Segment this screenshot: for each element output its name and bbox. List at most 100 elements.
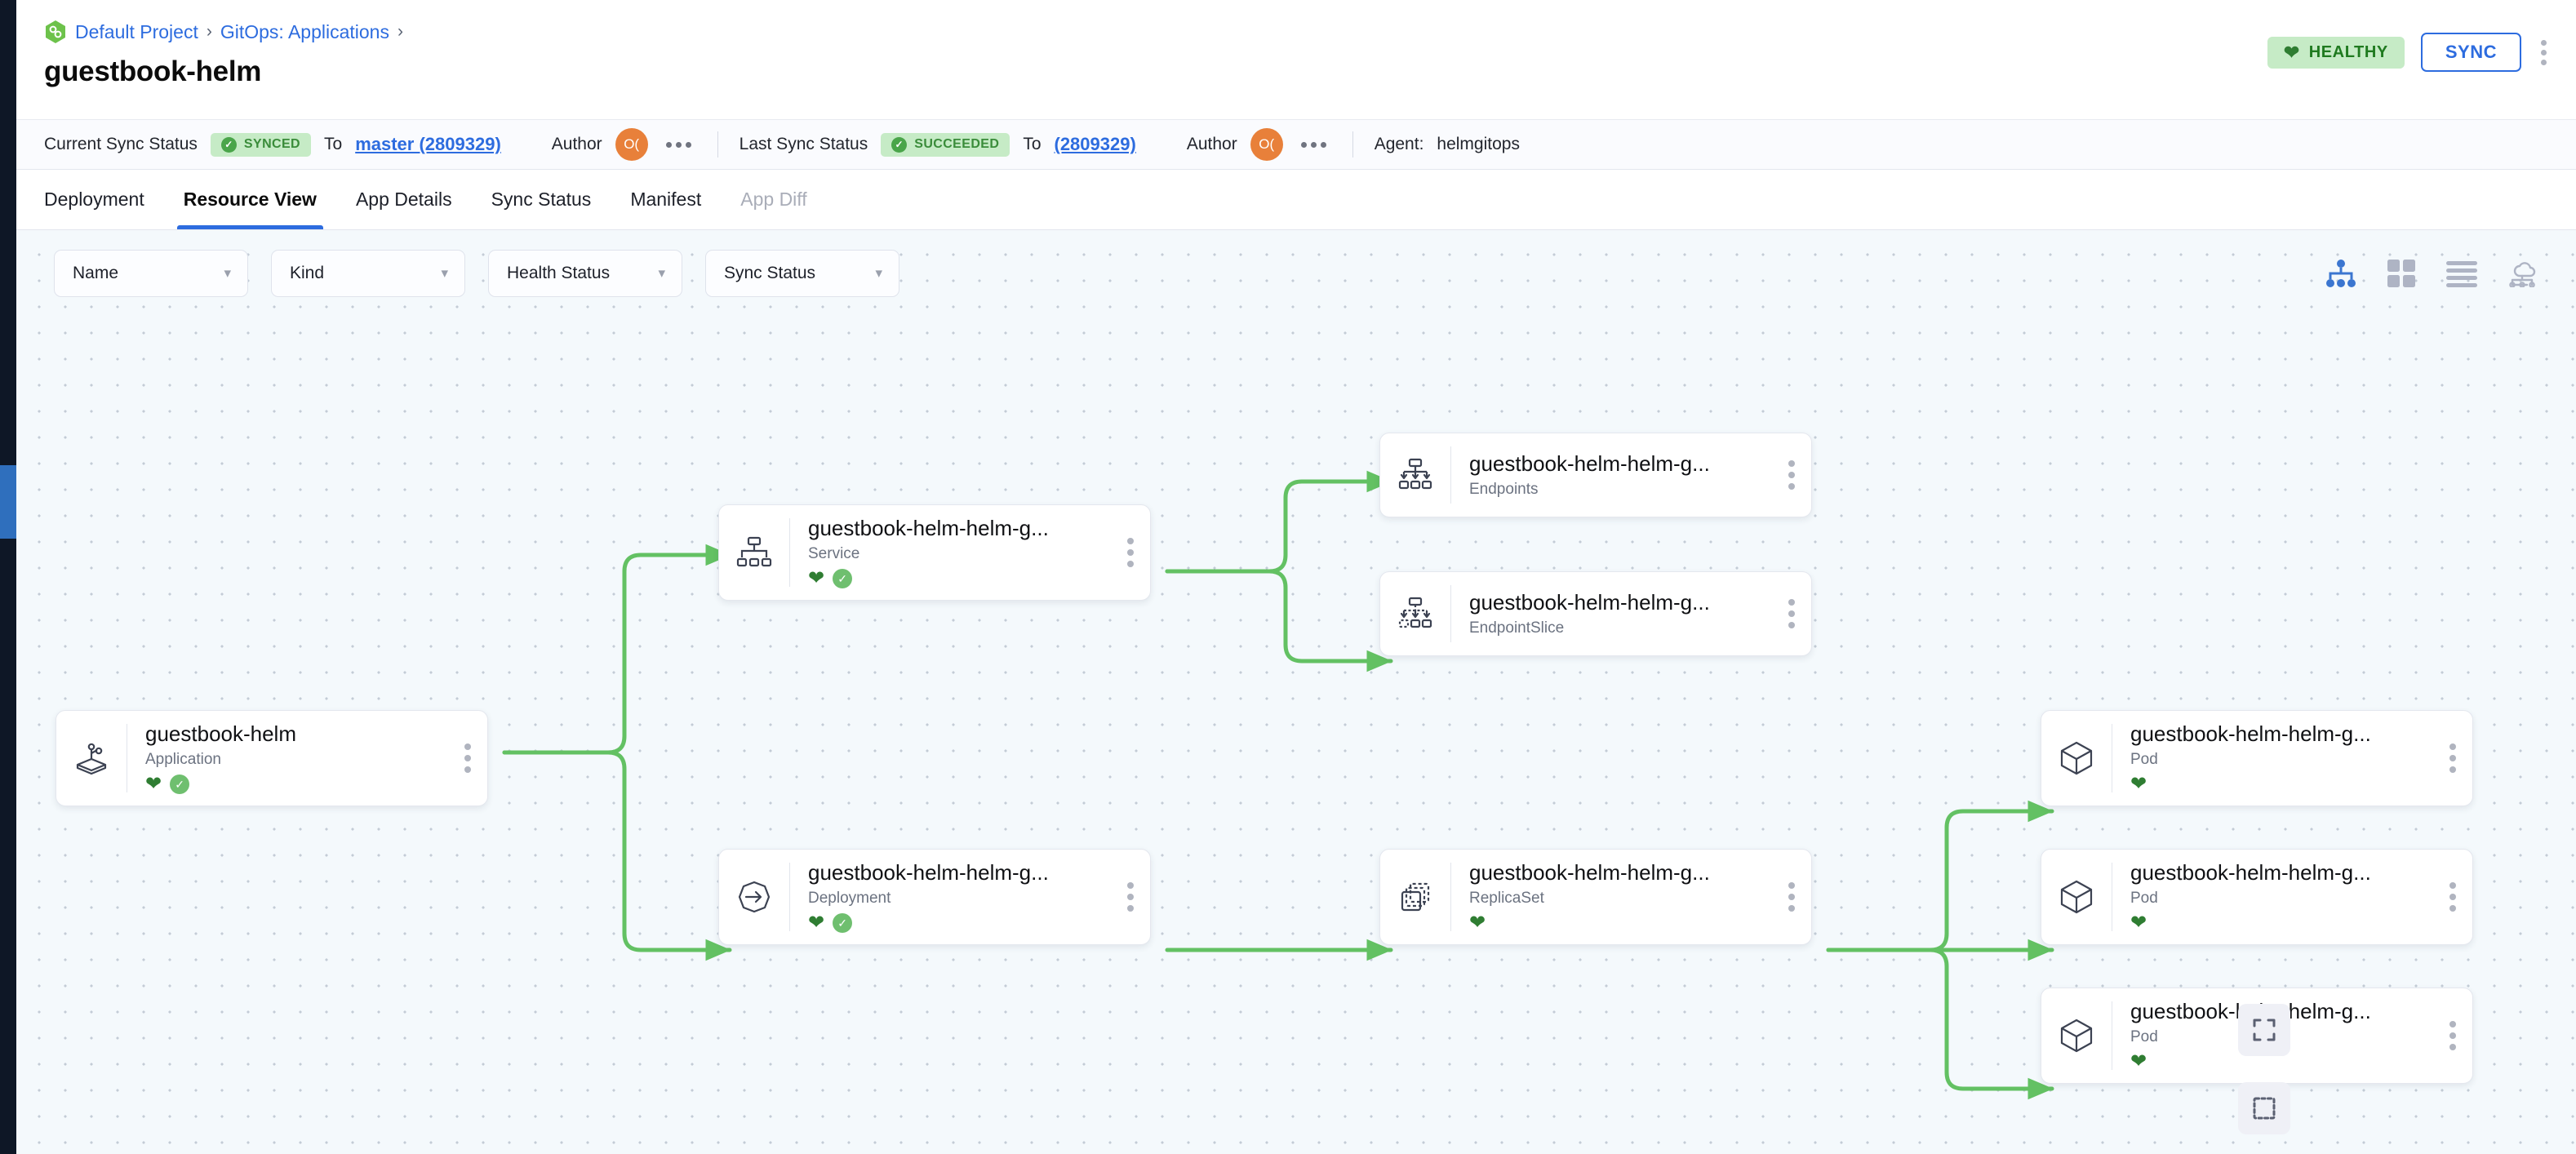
agent-value: helmgitops: [1437, 135, 1520, 153]
node-endpointslice[interactable]: guestbook-helm-helm-g... EndpointSlice: [1379, 571, 1812, 656]
node-body: guestbook-helm-helm-g... Pod ❤: [2112, 721, 2441, 795]
node-title: guestbook-helm: [145, 721, 296, 747]
last-more-icon[interactable]: [1296, 135, 1331, 154]
last-sync-status-group: Last Sync Status ✓ SUCCEEDED To (2809329…: [739, 128, 1331, 161]
node-status: ❤: [2130, 1051, 2430, 1072]
node-title: guestbook-helm-helm-g...: [808, 860, 1049, 885]
filter-health-status[interactable]: Health Status ▾: [488, 250, 682, 297]
node-replicaset[interactable]: guestbook-helm-helm-g... ReplicaSet ❤: [1379, 849, 1812, 945]
heart-icon: ❤: [145, 772, 162, 795]
last-sync-status-chip-label: SUCCEEDED: [914, 137, 1000, 151]
pod-icon: [2041, 878, 2112, 916]
list-view-icon[interactable]: [2445, 257, 2478, 290]
tree-view-icon[interactable]: [2325, 257, 2357, 290]
header-kebab-icon[interactable]: [2538, 35, 2550, 70]
node-deployment[interactable]: guestbook-helm-helm-g... Deployment ❤ ✓: [718, 849, 1151, 945]
node-title: guestbook-helm-helm-g...: [2130, 860, 2371, 885]
node-status: ❤ ✓: [145, 774, 445, 795]
node-kind: Service: [808, 544, 860, 562]
breadcrumb-link-default-project[interactable]: Default Project: [75, 20, 198, 42]
node-kebab-icon[interactable]: [1119, 882, 1150, 912]
node-kebab-icon[interactable]: [1119, 538, 1150, 567]
node-body: guestbook-helm-helm-g... EndpointSlice: [1451, 590, 1780, 637]
heart-icon: ❤: [2130, 911, 2147, 934]
filter-sync-status[interactable]: Sync Status ▾: [705, 250, 899, 297]
application-icon: [56, 739, 127, 777]
node-divider: [1450, 863, 1451, 931]
status-divider-1: [717, 131, 718, 158]
node-status: ❤ ✓: [808, 568, 1108, 589]
node-service[interactable]: guestbook-helm-helm-g... Service ❤ ✓: [718, 504, 1151, 601]
filter-health-status-label: Health Status: [507, 264, 611, 282]
heart-icon: ❤: [808, 911, 825, 934]
chevron-down-icon: ▾: [224, 265, 231, 281]
node-pod-1[interactable]: guestbook-helm-helm-g... Pod ❤: [2041, 710, 2473, 806]
grid-view-icon[interactable]: [2385, 257, 2418, 290]
node-pod-2[interactable]: guestbook-helm-helm-g... Pod ❤: [2041, 849, 2473, 945]
breadcrumb-link-gitops-applications[interactable]: GitOps: Applications: [220, 20, 389, 42]
node-kebab-icon[interactable]: [2441, 882, 2472, 912]
node-title: guestbook-helm-helm-g...: [2130, 721, 2371, 747]
filter-kind[interactable]: Kind ▾: [271, 250, 465, 297]
node-body: guestbook-helm-helm-g... Service ❤ ✓: [790, 516, 1119, 589]
view-mode-switcher: [2325, 257, 2538, 290]
current-sync-status-chip: ✓ SYNCED: [210, 132, 312, 157]
node-body: guestbook-helm Application ❤ ✓: [127, 721, 456, 795]
node-kebab-icon[interactable]: [1780, 882, 1811, 912]
node-kebab-icon[interactable]: [2441, 743, 2472, 773]
agent-group: Agent: helmgitops: [1375, 135, 1520, 154]
last-author-avatar[interactable]: O(: [1250, 128, 1283, 161]
node-kind: Endpoints: [1469, 480, 1539, 498]
node-body: guestbook-helm-helm-g... Pod ❤: [2112, 999, 2441, 1072]
fullscreen-icon[interactable]: [2238, 1004, 2290, 1056]
sync-status-bar: Current Sync Status ✓ SYNCED To master (…: [16, 119, 2576, 170]
node-kind: ReplicaSet: [1469, 889, 1544, 907]
endpoints-icon: [1380, 458, 1450, 492]
node-status: ❤: [1469, 912, 1769, 934]
synced-check-icon: ✓: [833, 912, 853, 933]
last-revision-link[interactable]: (2809329): [1054, 134, 1136, 154]
chevron-down-icon-2: ▾: [441, 265, 448, 281]
sync-button[interactable]: SYNC: [2420, 33, 2521, 72]
node-kebab-icon[interactable]: [456, 743, 487, 773]
node-title: guestbook-helm-helm-g...: [1469, 590, 1710, 615]
node-application[interactable]: guestbook-helm Application ❤ ✓: [56, 710, 488, 806]
node-status: ❤: [2130, 774, 2430, 795]
network-view-icon[interactable]: [2506, 257, 2538, 290]
heart-icon: ❤: [2130, 1050, 2147, 1072]
node-kind: Pod: [2130, 1028, 2158, 1045]
tab-deployment[interactable]: Deployment: [44, 189, 144, 210]
current-more-icon[interactable]: [661, 135, 696, 154]
tab-sync-status[interactable]: Sync Status: [491, 189, 592, 210]
node-title: guestbook-helm-helm-g...: [1469, 451, 1710, 477]
last-author-label: Author: [1186, 135, 1237, 153]
current-revision-link[interactable]: master (2809329): [355, 134, 501, 154]
node-kind: Application: [145, 750, 221, 768]
node-kind: Deployment: [808, 889, 891, 907]
last-sync-status-label: Last Sync Status: [739, 135, 868, 153]
tab-resource-view[interactable]: Resource View: [164, 170, 336, 229]
node-divider: [1450, 585, 1451, 642]
node-kebab-icon[interactable]: [2441, 1021, 2472, 1050]
filter-name[interactable]: Name ▾: [54, 250, 248, 297]
node-endpoints[interactable]: guestbook-helm-helm-g... Endpoints: [1379, 433, 1812, 517]
filter-name-label: Name: [73, 264, 119, 282]
global-nav-rail: [0, 0, 16, 1154]
current-to-label: To: [324, 135, 343, 153]
node-kebab-icon[interactable]: [1780, 460, 1811, 490]
node-body: guestbook-helm-helm-g... Deployment ❤ ✓: [790, 860, 1119, 934]
synced-check-icon: ✓: [170, 774, 190, 794]
deployment-icon: [719, 878, 789, 916]
chevron-down-icon-4: ▾: [875, 265, 882, 281]
tab-app-details[interactable]: App Details: [355, 189, 452, 210]
current-author-avatar[interactable]: O(: [615, 128, 648, 161]
tab-manifest[interactable]: Manifest: [630, 189, 702, 210]
project-icon: [44, 20, 67, 44]
status-divider-2: [1352, 131, 1353, 158]
node-kebab-icon[interactable]: [1780, 599, 1811, 628]
current-sync-status-label: Current Sync Status: [44, 135, 198, 153]
breadcrumb: Default Project › GitOps: Applications ›: [44, 18, 2538, 46]
select-region-icon[interactable]: [2238, 1082, 2290, 1134]
page-header: Default Project › GitOps: Applications ›…: [16, 0, 2576, 119]
